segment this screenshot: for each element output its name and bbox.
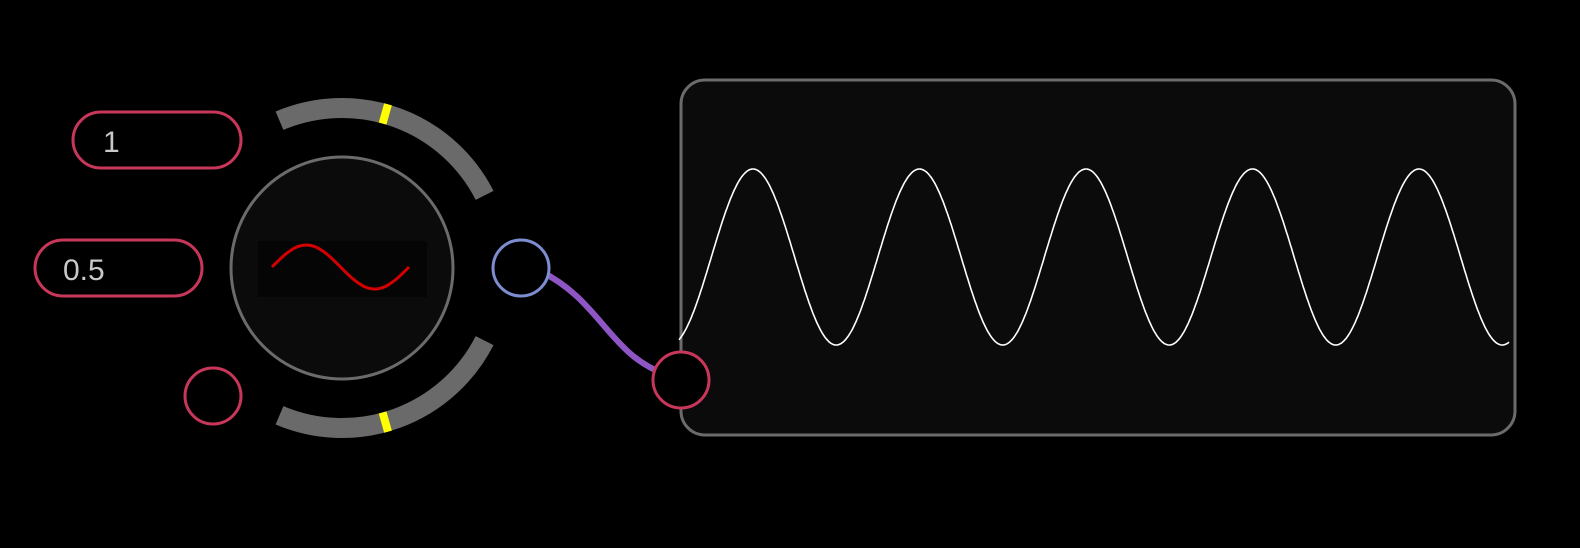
oscillator-input-port[interactable] <box>183 366 243 426</box>
frequency-knob-track[interactable] <box>275 97 494 201</box>
oscilloscope-waveform <box>678 168 1510 346</box>
sine-wave-icon <box>270 243 411 291</box>
input-port-icon[interactable] <box>651 350 711 410</box>
frequency-field-box[interactable] <box>71 110 243 170</box>
frequency-knob-marker[interactable] <box>378 103 392 125</box>
frequency-knob[interactable] <box>275 97 494 201</box>
patch-cable[interactable] <box>537 268 668 377</box>
amplitude-field-box[interactable] <box>33 238 204 298</box>
frequency-field[interactable]: 1 <box>71 110 243 170</box>
amplitude-knob-track[interactable] <box>275 335 494 439</box>
oscillator-output-port[interactable] <box>491 238 551 298</box>
amplitude-field[interactable]: 0.5 <box>33 238 204 298</box>
amplitude-value[interactable]: 0.5 <box>63 254 105 287</box>
amplitude-knob-marker[interactable] <box>378 411 392 433</box>
oscilloscope[interactable] <box>678 78 1517 437</box>
frequency-value[interactable]: 1 <box>103 126 120 159</box>
oscilloscope-panel[interactable] <box>679 78 1517 437</box>
amplitude-knob[interactable] <box>275 335 494 439</box>
oscillator-node[interactable] <box>229 155 455 381</box>
